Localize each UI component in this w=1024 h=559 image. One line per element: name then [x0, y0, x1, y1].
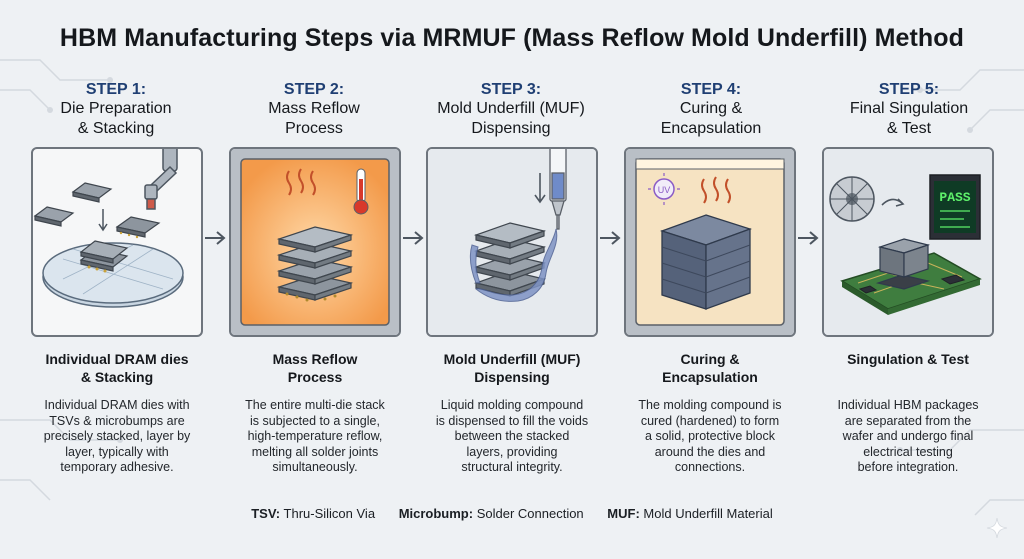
arrow-right-icon: [403, 231, 424, 245]
step-3-desc-title-line2: Dispensing: [474, 369, 550, 385]
step-2-desc-line: simultaneously.: [272, 460, 358, 474]
step-5-desc-title-line1: Singulation & Test: [847, 351, 969, 367]
step-5-desc-line: Individual HBM packages: [837, 398, 979, 412]
uv-badge: UV: [658, 185, 671, 195]
step-3-title-line1: Mold Underfill (MUF): [437, 100, 585, 117]
step-5-header: STEP 5: Final Singulation & Test: [815, 80, 1003, 139]
step-4-title-line1: Curing &: [679, 100, 743, 117]
step-1-desc-title-line1: Individual DRAM dies: [45, 351, 189, 367]
step-2-title-line1: Mass Reflow: [268, 100, 360, 117]
step-5-description: Singulation & Test Individual HBM packag…: [818, 350, 998, 476]
step-1-desc-line: precisely stacked, layer by: [43, 429, 191, 443]
step-2-desc-title-line2: Process: [287, 369, 343, 385]
step-3-description: Mold Underfill (MUF) Dispensing Liquid m…: [422, 350, 602, 476]
legend-item: MUF: Mold Underfill Material: [607, 506, 772, 521]
step-2-desc-line: high-temperature reflow,: [247, 429, 383, 443]
legend-term: Microbump:: [398, 506, 474, 521]
legend-term: MUF:: [607, 506, 640, 521]
step-4-number: STEP 4:: [680, 81, 742, 98]
legend-item: Microbump: Solder Connection: [399, 506, 584, 521]
step-4-illustration: UV: [624, 147, 796, 337]
legend-def: Thru-Silicon Via: [283, 506, 376, 521]
step-3-desc-title-line1: Mold Underfill (MUF): [443, 351, 581, 367]
step-5-desc-line: wafer and undergo final: [842, 429, 974, 443]
step-3-title-line2: Dispensing: [471, 120, 551, 137]
step-1-desc-line: temporary adhesive.: [60, 460, 174, 474]
arrow-right-icon: [798, 231, 819, 245]
step-4-desc-title-line1: Curing &: [680, 351, 740, 367]
step-2-description: Mass Reflow Process The entire multi-die…: [225, 350, 405, 476]
step-4-header: STEP 4: Curing & Encapsulation: [617, 80, 805, 139]
step-1-desc-title-line2: & Stacking: [80, 369, 154, 385]
step-4-desc-line: cured (hardened) to form: [640, 413, 780, 428]
step-5-title-line2: & Test: [886, 120, 932, 137]
legend-item: TSV: Thru-Silicon Via: [251, 506, 375, 521]
step-4-desc-title-line2: Encapsulation: [662, 369, 758, 385]
arrow-right-icon: [600, 231, 621, 245]
arrow-right-icon: [205, 231, 226, 245]
step-1-desc-line: Individual DRAM dies with: [44, 398, 190, 412]
step-1-title-line2: & Stacking: [77, 120, 155, 137]
step-1-number: STEP 1:: [85, 81, 147, 98]
step-2-desc-line: melting all solder joints: [251, 444, 379, 459]
step-5-illustration: PASS: [822, 147, 994, 337]
step-2-desc-title-line1: Mass Reflow: [272, 351, 358, 367]
step-1-description: Individual DRAM dies & Stacking Individu…: [27, 350, 207, 476]
step-3-desc-line: layers, providing: [466, 444, 558, 459]
step-2-illustration: [229, 147, 401, 337]
step-4-desc-line: around the dies and: [654, 444, 766, 459]
step-1-title-line1: Die Preparation: [60, 100, 172, 117]
legend-def: Solder Connection: [476, 506, 584, 521]
step-2-desc-line: The entire multi-die stack: [245, 398, 385, 412]
step-3-desc-line: is dispensed to fill the voids: [435, 413, 589, 428]
step-3-header: STEP 3: Mold Underfill (MUF) Dispensing: [417, 80, 605, 139]
step-5-number: STEP 5:: [878, 81, 940, 98]
step-2-number: STEP 2:: [283, 81, 345, 98]
step-2-header: STEP 2: Mass Reflow Process: [220, 80, 408, 139]
legend-def: Mold Underfill Material: [643, 506, 773, 521]
step-1-header: STEP 1: Die Preparation & Stacking: [22, 80, 210, 139]
step-5-desc-line: are separated from the: [844, 413, 972, 428]
step-4-title-line2: Encapsulation: [660, 120, 762, 137]
step-5-title-line1: Final Singulation: [849, 100, 969, 117]
legend-term: TSV:: [251, 506, 281, 521]
step-4-desc-line: The molding compound is: [638, 398, 782, 412]
pass-label: PASS: [939, 190, 970, 205]
step-3-desc-line: between the stacked: [454, 429, 570, 443]
page-title: HBM Manufacturing Steps via MRMUF (Mass …: [59, 24, 965, 52]
legend: TSV: Thru-Silicon Via Microbump: Solder …: [0, 506, 1024, 521]
step-3-illustration: [426, 147, 598, 337]
sparkle-icon: [986, 517, 1008, 539]
step-2-desc-line: is subjected to a single,: [250, 413, 380, 428]
step-1-desc-line: TSVs & microbumps are: [49, 413, 185, 428]
step-2-title-line2: Process: [285, 120, 343, 137]
step-3-desc-line: Liquid molding compound: [440, 398, 584, 412]
step-1-desc-line: layer, typically with: [65, 444, 169, 459]
step-4-desc-line: a solid, protective block: [645, 429, 775, 443]
step-1-illustration: [31, 147, 203, 337]
step-5-desc-line: electrical testing: [863, 444, 953, 459]
step-3-desc-line: structural integrity.: [461, 460, 563, 474]
step-4-desc-line: connections.: [674, 460, 746, 474]
step-3-number: STEP 3:: [480, 81, 542, 98]
step-4-description: Curing & Encapsulation The molding compo…: [620, 350, 800, 476]
step-5-desc-line: before integration.: [857, 460, 959, 474]
